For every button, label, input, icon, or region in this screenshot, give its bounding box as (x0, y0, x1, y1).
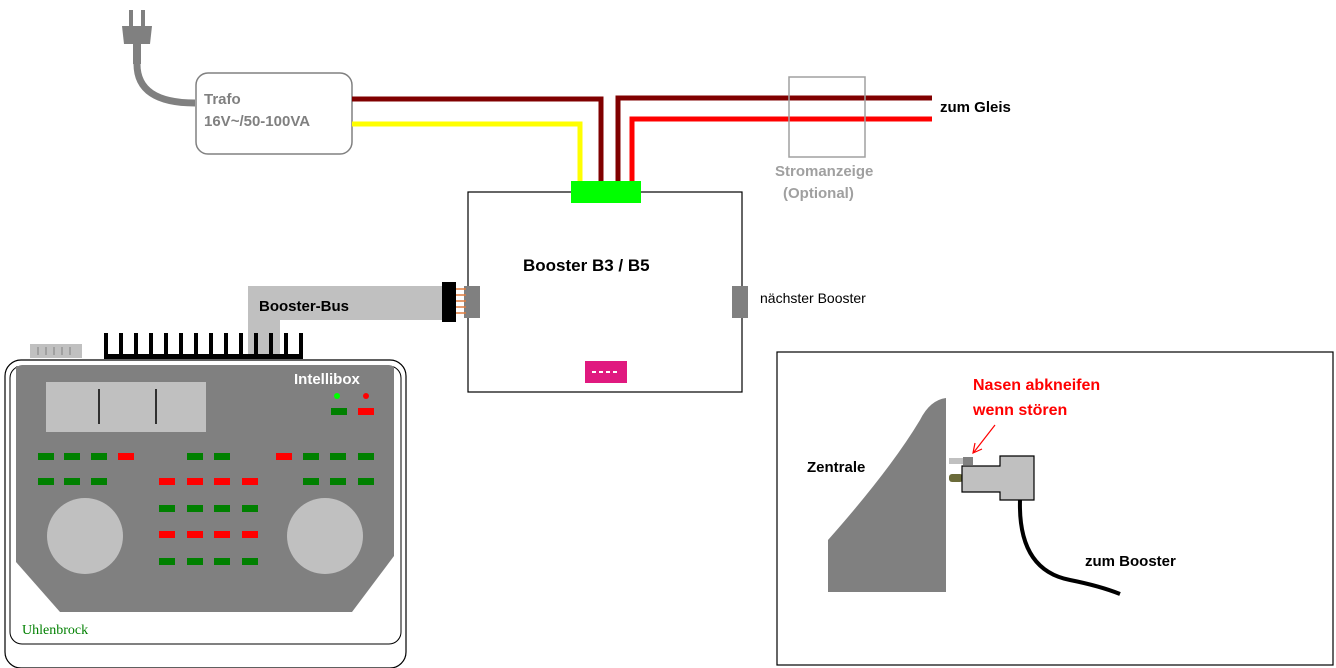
keypad-key[interactable] (214, 478, 230, 485)
keypad-key[interactable] (242, 558, 258, 565)
keypad-key[interactable] (187, 558, 203, 565)
comb-tooth (104, 333, 108, 357)
current-meter-line2: (Optional) (783, 185, 854, 202)
keypad-key[interactable] (242, 505, 258, 512)
arrow-icon (972, 424, 996, 455)
brand-label: Uhlenbrock (22, 623, 88, 638)
wire-track-dark (615, 95, 932, 183)
keypad-key[interactable] (38, 478, 54, 485)
inset-booster-label: zum Booster (1085, 553, 1176, 570)
comb-tooth (299, 333, 303, 357)
wires (352, 95, 932, 183)
keypad-key[interactable] (242, 478, 258, 485)
top-connector-comb (104, 333, 303, 359)
wire-transformer-yellow (352, 121, 583, 183)
power-plug-icon (122, 10, 196, 107)
go-button[interactable] (331, 408, 347, 415)
keypad-key[interactable] (64, 478, 80, 485)
wire-transformer-dark (352, 96, 604, 183)
keypad-key[interactable] (159, 478, 175, 485)
next-booster-label: nächster Booster (760, 290, 866, 306)
stop-button[interactable] (358, 408, 374, 415)
comb-tooth (269, 333, 273, 357)
inset-central-label: Zentrale (807, 459, 865, 476)
booster-bus-label: Booster-Bus (259, 298, 349, 315)
keypad-key[interactable] (187, 478, 203, 485)
stop-indicator (363, 393, 369, 399)
keypad-key[interactable] (38, 453, 54, 460)
booster-title: Booster B3 / B5 (523, 256, 650, 275)
bus-plug-detail (949, 455, 1035, 501)
keypad-key[interactable] (276, 453, 292, 460)
keypad-key[interactable] (159, 531, 175, 538)
keypad-key[interactable] (330, 478, 346, 485)
side-connector (30, 344, 82, 358)
booster-next-socket (732, 286, 748, 318)
keypad-key[interactable] (214, 505, 230, 512)
keypad-key[interactable] (358, 453, 374, 460)
keypad-key[interactable] (242, 531, 258, 538)
booster-bus-socket (464, 286, 480, 318)
keypad-key[interactable] (214, 531, 230, 538)
central-unit-silhouette (828, 398, 946, 592)
keypad-key[interactable] (118, 453, 134, 460)
booster: Booster B3 / B5 (464, 181, 748, 393)
inset-warning-line2: wenn stören (972, 402, 1067, 419)
track-label: zum Gleis (940, 99, 1011, 116)
current-meter: Stromanzeige (Optional) (775, 76, 873, 202)
wire-track-red (629, 116, 932, 183)
keypad-key[interactable] (303, 453, 319, 460)
inset-detail: Zentrale Nasen abkneifen wenn stören zum… (776, 351, 1334, 666)
comb-tooth (194, 333, 198, 357)
comb-tooth (134, 333, 138, 357)
current-meter-line1: Stromanzeige (775, 163, 873, 180)
transformer-label-line2: 16V~/50-100VA (204, 113, 310, 130)
keypad (38, 453, 374, 565)
central-unit: Intellibox Uhlenbrock (4, 333, 407, 668)
keypad-key[interactable] (214, 453, 230, 460)
comb-tooth (164, 333, 168, 357)
keypad-key[interactable] (91, 453, 107, 460)
keypad-key[interactable] (159, 558, 175, 565)
keypad-key[interactable] (159, 505, 175, 512)
comb-tooth (239, 333, 243, 357)
booster-bus-cable: Booster-Bus (248, 282, 466, 357)
keypad-key[interactable] (91, 478, 107, 485)
inset-warning-line1: Nasen abkneifen (973, 377, 1100, 394)
booster-cable (1017, 499, 1121, 596)
bus-plug (442, 282, 456, 322)
keypad-key[interactable] (64, 453, 80, 460)
lcd-display (46, 382, 206, 432)
transformer-label-line1: Trafo (204, 91, 241, 108)
left-control-knob[interactable] (47, 498, 123, 574)
keypad-key[interactable] (358, 478, 374, 485)
booster-status-display (585, 361, 627, 383)
comb-tooth (149, 333, 153, 357)
comb-tooth (284, 333, 288, 357)
comb-tooth (254, 333, 258, 357)
right-control-knob[interactable] (287, 498, 363, 574)
comb-tooth (209, 333, 213, 357)
keypad-key[interactable] (187, 531, 203, 538)
keypad-key[interactable] (303, 478, 319, 485)
go-indicator (334, 393, 340, 399)
bus-plug-pins (456, 288, 466, 314)
comb-tooth (179, 333, 183, 357)
keypad-key[interactable] (214, 558, 230, 565)
keypad-key[interactable] (187, 505, 203, 512)
keypad-key[interactable] (187, 453, 203, 460)
comb-tooth (224, 333, 228, 357)
booster-power-connector (571, 181, 641, 203)
transformer: Trafo 16V~/50-100VA (195, 72, 353, 155)
central-unit-name: Intellibox (294, 371, 360, 388)
keypad-key[interactable] (330, 453, 346, 460)
comb-tooth (119, 333, 123, 357)
